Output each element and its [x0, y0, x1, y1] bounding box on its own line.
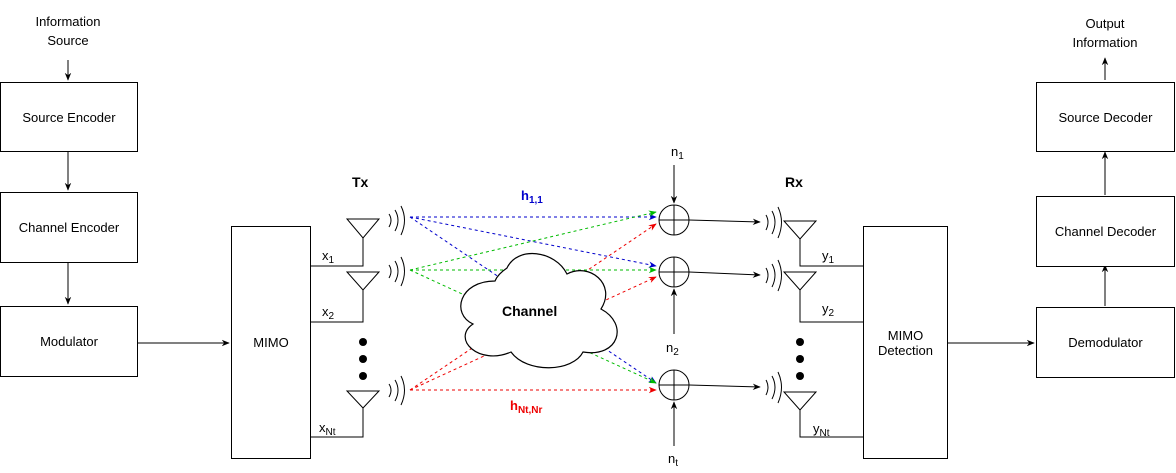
- sum-junction-1: [658, 204, 690, 236]
- arrow-junction-to-rx-2: [688, 271, 761, 278]
- path-green-1: [409, 210, 657, 271]
- rx-antenna-1: [782, 220, 818, 240]
- output-information-label: Output Information: [1072, 16, 1138, 50]
- sum-junction-2: [658, 256, 690, 288]
- channel-encoder-block[interactable]: Channel Encoder: [0, 192, 138, 263]
- tx-wave-icon-nt: [388, 375, 405, 406]
- tx-feed-nt: [311, 408, 364, 438]
- path-red-1: [409, 223, 657, 391]
- tx-signal-label-1: x1: [322, 248, 335, 266]
- modulator-block[interactable]: Modulator: [0, 306, 138, 377]
- demodulator-block[interactable]: Demodulator: [1036, 307, 1175, 378]
- path-blue-3: [409, 216, 657, 384]
- h-last-label: hNt,Nr: [510, 398, 543, 416]
- tx-label: Tx: [352, 174, 369, 190]
- mimo-block[interactable]: MIMO: [231, 226, 311, 459]
- mimo-detection-block[interactable]: MIMO Detection: [863, 226, 948, 459]
- noise-label-2: n2: [666, 340, 679, 358]
- tx-ellipsis-dot: [359, 338, 367, 346]
- tx-antenna-1: [345, 218, 381, 239]
- tx-ellipsis-dot: [359, 355, 367, 363]
- noise-label-1: n1: [671, 144, 684, 162]
- arrow-junction-to-rx-nt: [688, 383, 761, 390]
- tx-ellipsis-dot: [359, 372, 367, 380]
- rx-feed-1: [799, 239, 863, 267]
- source-decoder-block[interactable]: Source Decoder: [1036, 82, 1175, 152]
- rx-signal-label-2: y2: [822, 301, 835, 319]
- tx-wave-icon-2: [388, 256, 405, 287]
- sum-junction-nt: [658, 369, 690, 401]
- rx-feed-nt: [799, 410, 863, 438]
- rx-signal-label-1: y1: [822, 248, 835, 266]
- arrow-junction-to-rx-1: [688, 218, 761, 225]
- rx-antenna-nt: [782, 391, 818, 411]
- tx-feed-2: [311, 290, 364, 323]
- rx-ellipsis-dot: [796, 338, 804, 346]
- tx-antenna-2: [345, 271, 381, 291]
- rx-signal-label-nt: yNt: [813, 421, 830, 439]
- tx-antenna-nt: [345, 390, 381, 409]
- source-encoder-block[interactable]: Source Encoder: [0, 82, 138, 152]
- tx-feed-1: [311, 238, 364, 267]
- tx-signal-label-2: x2: [322, 304, 335, 322]
- rx-label: Rx: [785, 174, 803, 190]
- rx-feed-2: [799, 290, 863, 323]
- rx-wave-icon-2: [765, 259, 782, 292]
- tx-signal-label-nt: xNt: [319, 420, 336, 438]
- information-source-label: Information Source: [35, 14, 101, 48]
- channel-decoder-block[interactable]: Channel Decoder: [1036, 196, 1175, 267]
- noise-label-nt: nt: [668, 451, 679, 469]
- rx-ellipsis-dot: [796, 355, 804, 363]
- h-first-label: h1,1: [521, 188, 543, 206]
- tx-wave-icon-1: [388, 205, 405, 236]
- rx-antenna-2: [782, 271, 818, 291]
- channel-cloud-icon: [460, 253, 618, 369]
- rx-wave-icon-1: [765, 206, 782, 239]
- rx-wave-icon-nt: [765, 371, 782, 404]
- rx-ellipsis-dot: [796, 372, 804, 380]
- channel-label: Channel: [502, 303, 558, 319]
